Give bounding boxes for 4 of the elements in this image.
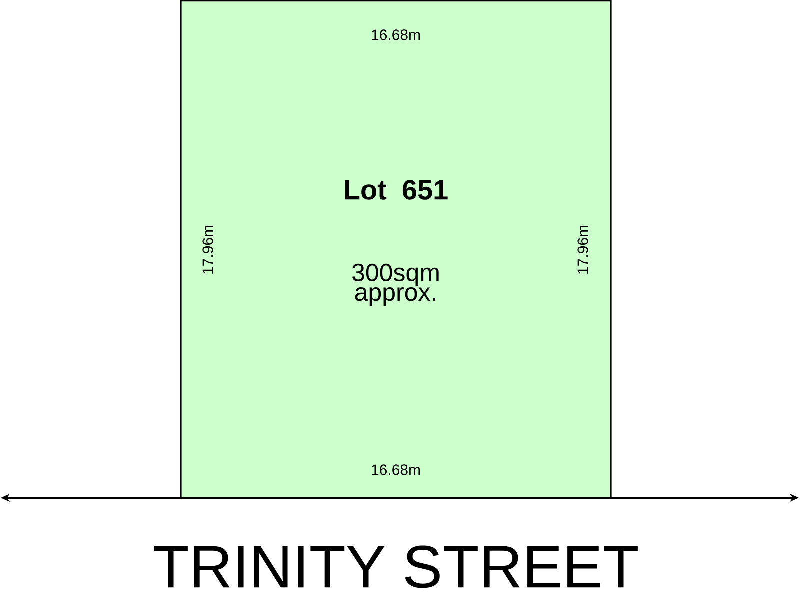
dimension-label: 17.96m <box>202 226 214 274</box>
dimension-label: 16.68m <box>372 30 420 40</box>
dimension-label: 17.96m <box>578 226 588 274</box>
dimension-label: 16.68m <box>372 464 420 476</box>
